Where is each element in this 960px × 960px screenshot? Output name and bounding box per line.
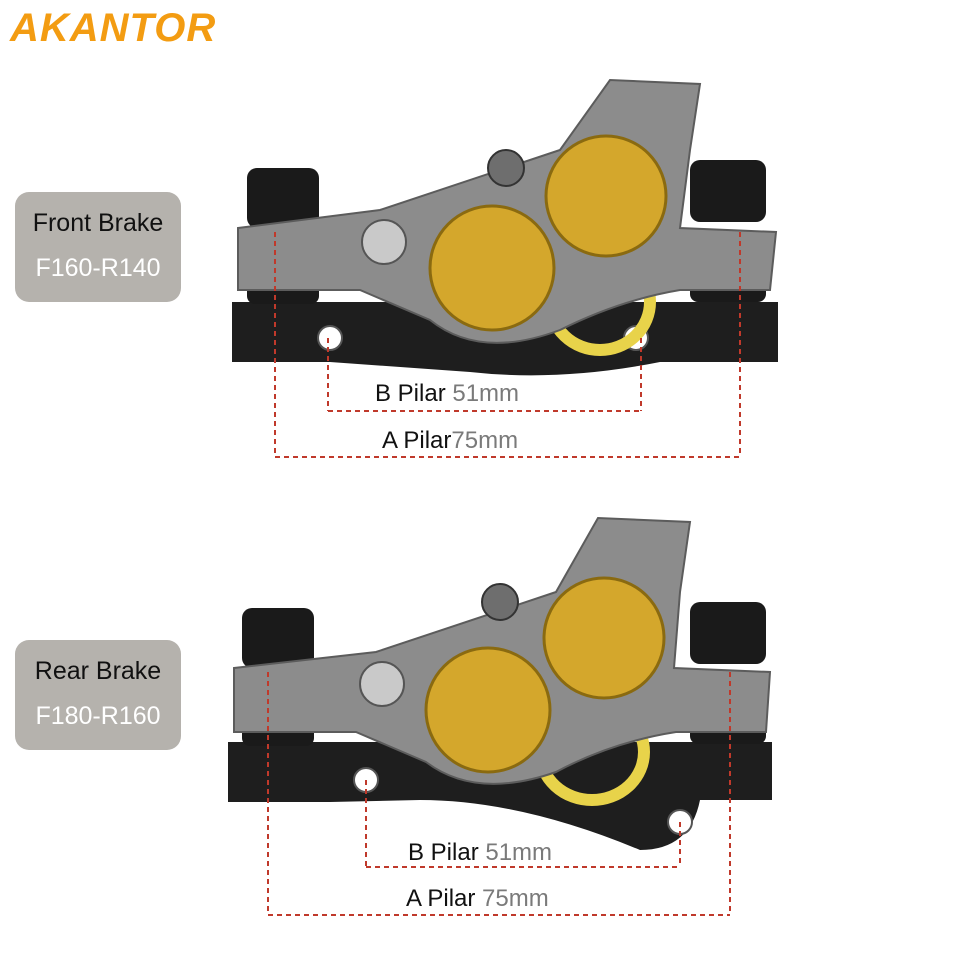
rear-torx-screw-icon [359,661,405,707]
front-dimension-lines [274,232,741,458]
front-adapter-hole-left [317,325,343,351]
rear-small-bolt-icon [481,583,519,621]
rear-a-pilar-text: A Pilar [406,885,476,912]
front-a-pilar-value: 75mm [451,427,519,454]
rear-a-pilar-label: A Pilar 75mm [406,885,549,913]
rear-b-pilar-text: B Pilar [408,839,479,866]
rear-b-pilar-value: 51mm [485,839,553,866]
front-brake-spec: F160-R140 [35,254,161,282]
rear-dimension-lines [267,672,731,916]
front-b-pilar-text: B Pilar [375,380,446,407]
rear-brake-title: Rear Brake [34,657,162,685]
rear-brake-label-box: Rear Brake F180-R160 [15,640,181,750]
front-brake-label-box: Front Brake F160-R140 [15,192,181,302]
rear-bolt-right-icon [690,602,766,664]
front-piston-left [428,204,556,332]
front-b-pilar-value: 51mm [452,380,520,407]
rear-brake-caliper-icon [228,516,772,850]
rear-piston-left [424,646,552,774]
front-brake-title: Front Brake [32,209,164,237]
rear-brake-spec: F180-R160 [35,702,161,730]
rear-b-pilar-label: B Pilar 51mm [408,839,552,867]
front-a-pilar-label: A Pilar75mm [382,427,518,455]
rear-piston-right [542,576,666,700]
front-piston-right [544,134,668,258]
rear-bolt-left-icon [242,608,314,668]
front-torx-screw-icon [361,219,407,265]
front-b-pilar-label: B Pilar 51mm [375,380,519,408]
rear-a-pilar-value: 75mm [482,885,549,912]
front-small-bolt-icon [487,149,525,187]
front-a-pilar-text: A Pilar [382,427,452,454]
brand-logo: AKANTOR [10,6,217,50]
front-bolt-left-icon [247,168,319,228]
front-bolt-right-icon [690,160,766,222]
front-brake-caliper-icon [232,78,778,376]
